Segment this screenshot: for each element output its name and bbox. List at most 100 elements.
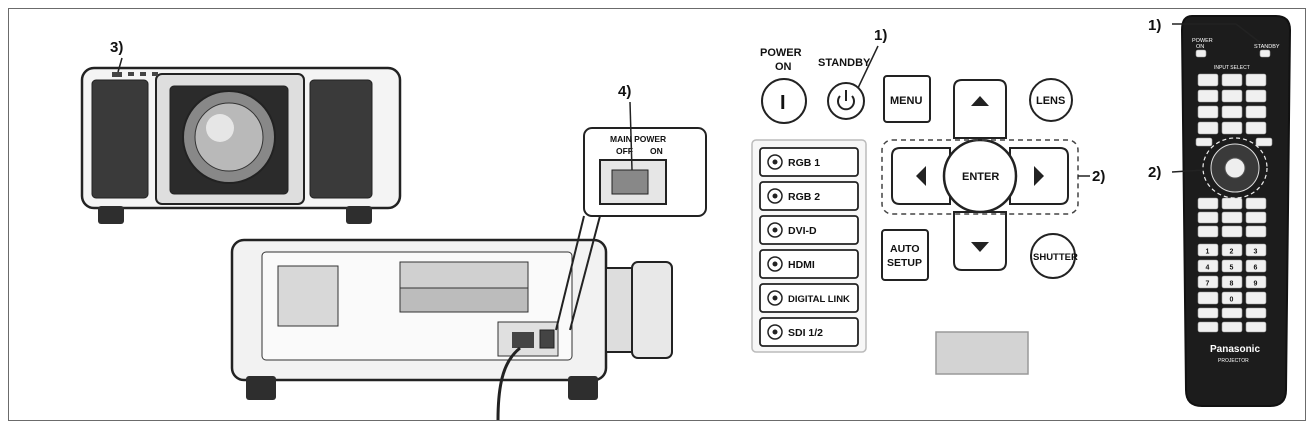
remote-key-label: 7	[1206, 281, 1210, 288]
remote-arrow-highlight	[1202, 137, 1268, 199]
remote-key-label: 5	[1230, 265, 1234, 272]
callout-3: 3)	[110, 39, 123, 56]
remote-function-key[interactable]	[1197, 197, 1219, 210]
standby-button[interactable]	[827, 82, 865, 120]
input-button-dvi-d[interactable]: DVI-D	[759, 215, 859, 245]
remote-menu-key[interactable]	[1195, 137, 1213, 147]
standby-icon	[837, 95, 855, 111]
input-button-rgb-2[interactable]: RGB 2	[759, 181, 859, 211]
remote-function-key[interactable]	[1245, 197, 1267, 210]
remote-number-key[interactable]: 1	[1197, 243, 1219, 257]
remote-lens-key[interactable]	[1255, 137, 1273, 147]
up-button[interactable]	[953, 79, 1007, 139]
main-power-inset	[555, 127, 707, 331]
input-button-label: SDI 1/2	[788, 327, 823, 339]
menu-button[interactable]: MENU	[883, 75, 931, 123]
auto-setup-button[interactable]: AUTO SETUP	[881, 229, 929, 281]
standby-label: STANDBY	[818, 57, 871, 69]
remote-function-key[interactable]	[1245, 307, 1267, 319]
remote-standby-label: STANDBY	[1254, 44, 1280, 50]
right-arrow-icon	[1034, 166, 1044, 186]
remote-function-key[interactable]	[1245, 321, 1267, 333]
remote-number-key[interactable]: 4	[1197, 259, 1219, 273]
right-button[interactable]	[1009, 147, 1069, 205]
remote-function-key[interactable]	[1197, 307, 1219, 319]
input-button-sdi-1-2[interactable]: SDI 1/2	[759, 317, 859, 347]
remote-function-key[interactable]	[1221, 321, 1243, 333]
remote-number-key[interactable]: 8	[1221, 275, 1243, 289]
remote-keys: 1 2 3 4 5 6 7 8 9 0	[1195, 49, 1273, 333]
lens-button-label: LENS	[1036, 95, 1065, 107]
remote-key-label: 6	[1254, 265, 1258, 272]
input-button-hdmi[interactable]: HDMI	[759, 249, 859, 279]
remote-input-key[interactable]	[1245, 105, 1267, 119]
input-button-label: RGB 2	[788, 191, 820, 203]
down-button[interactable]	[953, 211, 1007, 271]
remote-brand: Panasonic	[1210, 344, 1260, 355]
remote-input-key[interactable]	[1221, 73, 1243, 87]
power-on-icon: I	[780, 92, 786, 114]
remote-power-on-button[interactable]	[1195, 49, 1207, 58]
remote-number-key[interactable]: 9	[1245, 275, 1267, 289]
remote-arrow-pad[interactable]	[1210, 143, 1260, 193]
indicator-leds	[112, 72, 122, 77]
shutter-button[interactable]: SHUTTER	[1030, 233, 1078, 279]
remote-function-key[interactable]	[1221, 211, 1243, 224]
input-button-rgb-1[interactable]: RGB 1	[759, 147, 859, 177]
remote-key-label: 2	[1230, 249, 1234, 256]
remote-function-key[interactable]	[1245, 291, 1267, 305]
auto-setup-label-2: SETUP	[887, 257, 922, 269]
display-window	[935, 331, 1029, 375]
remote-input-select-label: INPUT SELECT	[1214, 65, 1250, 71]
remote-input-key[interactable]	[1245, 73, 1267, 87]
input-button-digital-link[interactable]: DIGITAL LINK	[759, 283, 859, 313]
remote-function-key[interactable]	[1197, 225, 1219, 238]
enter-button-label: ENTER	[962, 171, 999, 183]
remote-input-key[interactable]	[1221, 121, 1243, 135]
remote-function-key[interactable]	[1221, 197, 1243, 210]
left-button[interactable]	[891, 147, 951, 205]
remote-number-key[interactable]: 0	[1221, 291, 1243, 305]
remote-input-key[interactable]	[1221, 89, 1243, 103]
menu-button-label: MENU	[890, 95, 922, 107]
input-button-label: DVI-D	[788, 225, 817, 237]
remote-input-key[interactable]	[1197, 105, 1219, 119]
remote-function-key[interactable]	[1197, 211, 1219, 224]
projector-rear	[230, 238, 673, 421]
remote-number-key[interactable]: 3	[1245, 243, 1267, 257]
callout-2-panel: 2)	[1092, 168, 1105, 185]
remote-number-key[interactable]: 5	[1221, 259, 1243, 273]
remote-function-key[interactable]	[1197, 291, 1219, 305]
projector-front	[80, 66, 402, 224]
remote-input-key[interactable]	[1197, 73, 1219, 87]
main-power-off: OFF	[616, 146, 633, 156]
remote-input-key[interactable]	[1245, 121, 1267, 135]
up-arrow-icon	[971, 96, 989, 106]
remote-sub-label: PROJECTOR	[1218, 358, 1249, 364]
remote-input-key[interactable]	[1197, 121, 1219, 135]
remote-function-key[interactable]	[1245, 225, 1267, 238]
callout-2-remote: 2)	[1148, 164, 1161, 181]
remote-input-key[interactable]	[1245, 89, 1267, 103]
remote-key-label: 0	[1230, 297, 1234, 304]
down-arrow-icon	[971, 242, 989, 252]
remote-function-key[interactable]	[1197, 321, 1219, 333]
remote-input-key[interactable]	[1221, 105, 1243, 119]
remote-standby-button[interactable]	[1259, 49, 1271, 58]
remote-number-key[interactable]: 6	[1245, 259, 1267, 273]
remote-function-key[interactable]	[1221, 307, 1243, 319]
remote-key-label: 1	[1206, 249, 1210, 256]
remote-number-key[interactable]: 7	[1197, 275, 1219, 289]
remote-function-key[interactable]	[1221, 225, 1243, 238]
power-on-label-2: ON	[775, 61, 792, 73]
remote-key-label: 9	[1254, 281, 1258, 288]
lens-button[interactable]: LENS	[1029, 78, 1073, 122]
remote-number-key[interactable]: 2	[1221, 243, 1243, 257]
input-button-label: RGB 1	[788, 157, 820, 169]
remote-function-key[interactable]	[1245, 211, 1267, 224]
remote-key-label: 8	[1230, 281, 1234, 288]
main-power-on: ON	[650, 146, 663, 156]
remote-input-key[interactable]	[1197, 89, 1219, 103]
enter-button[interactable]: ENTER	[942, 138, 1018, 214]
power-on-button[interactable]: I	[761, 78, 807, 124]
